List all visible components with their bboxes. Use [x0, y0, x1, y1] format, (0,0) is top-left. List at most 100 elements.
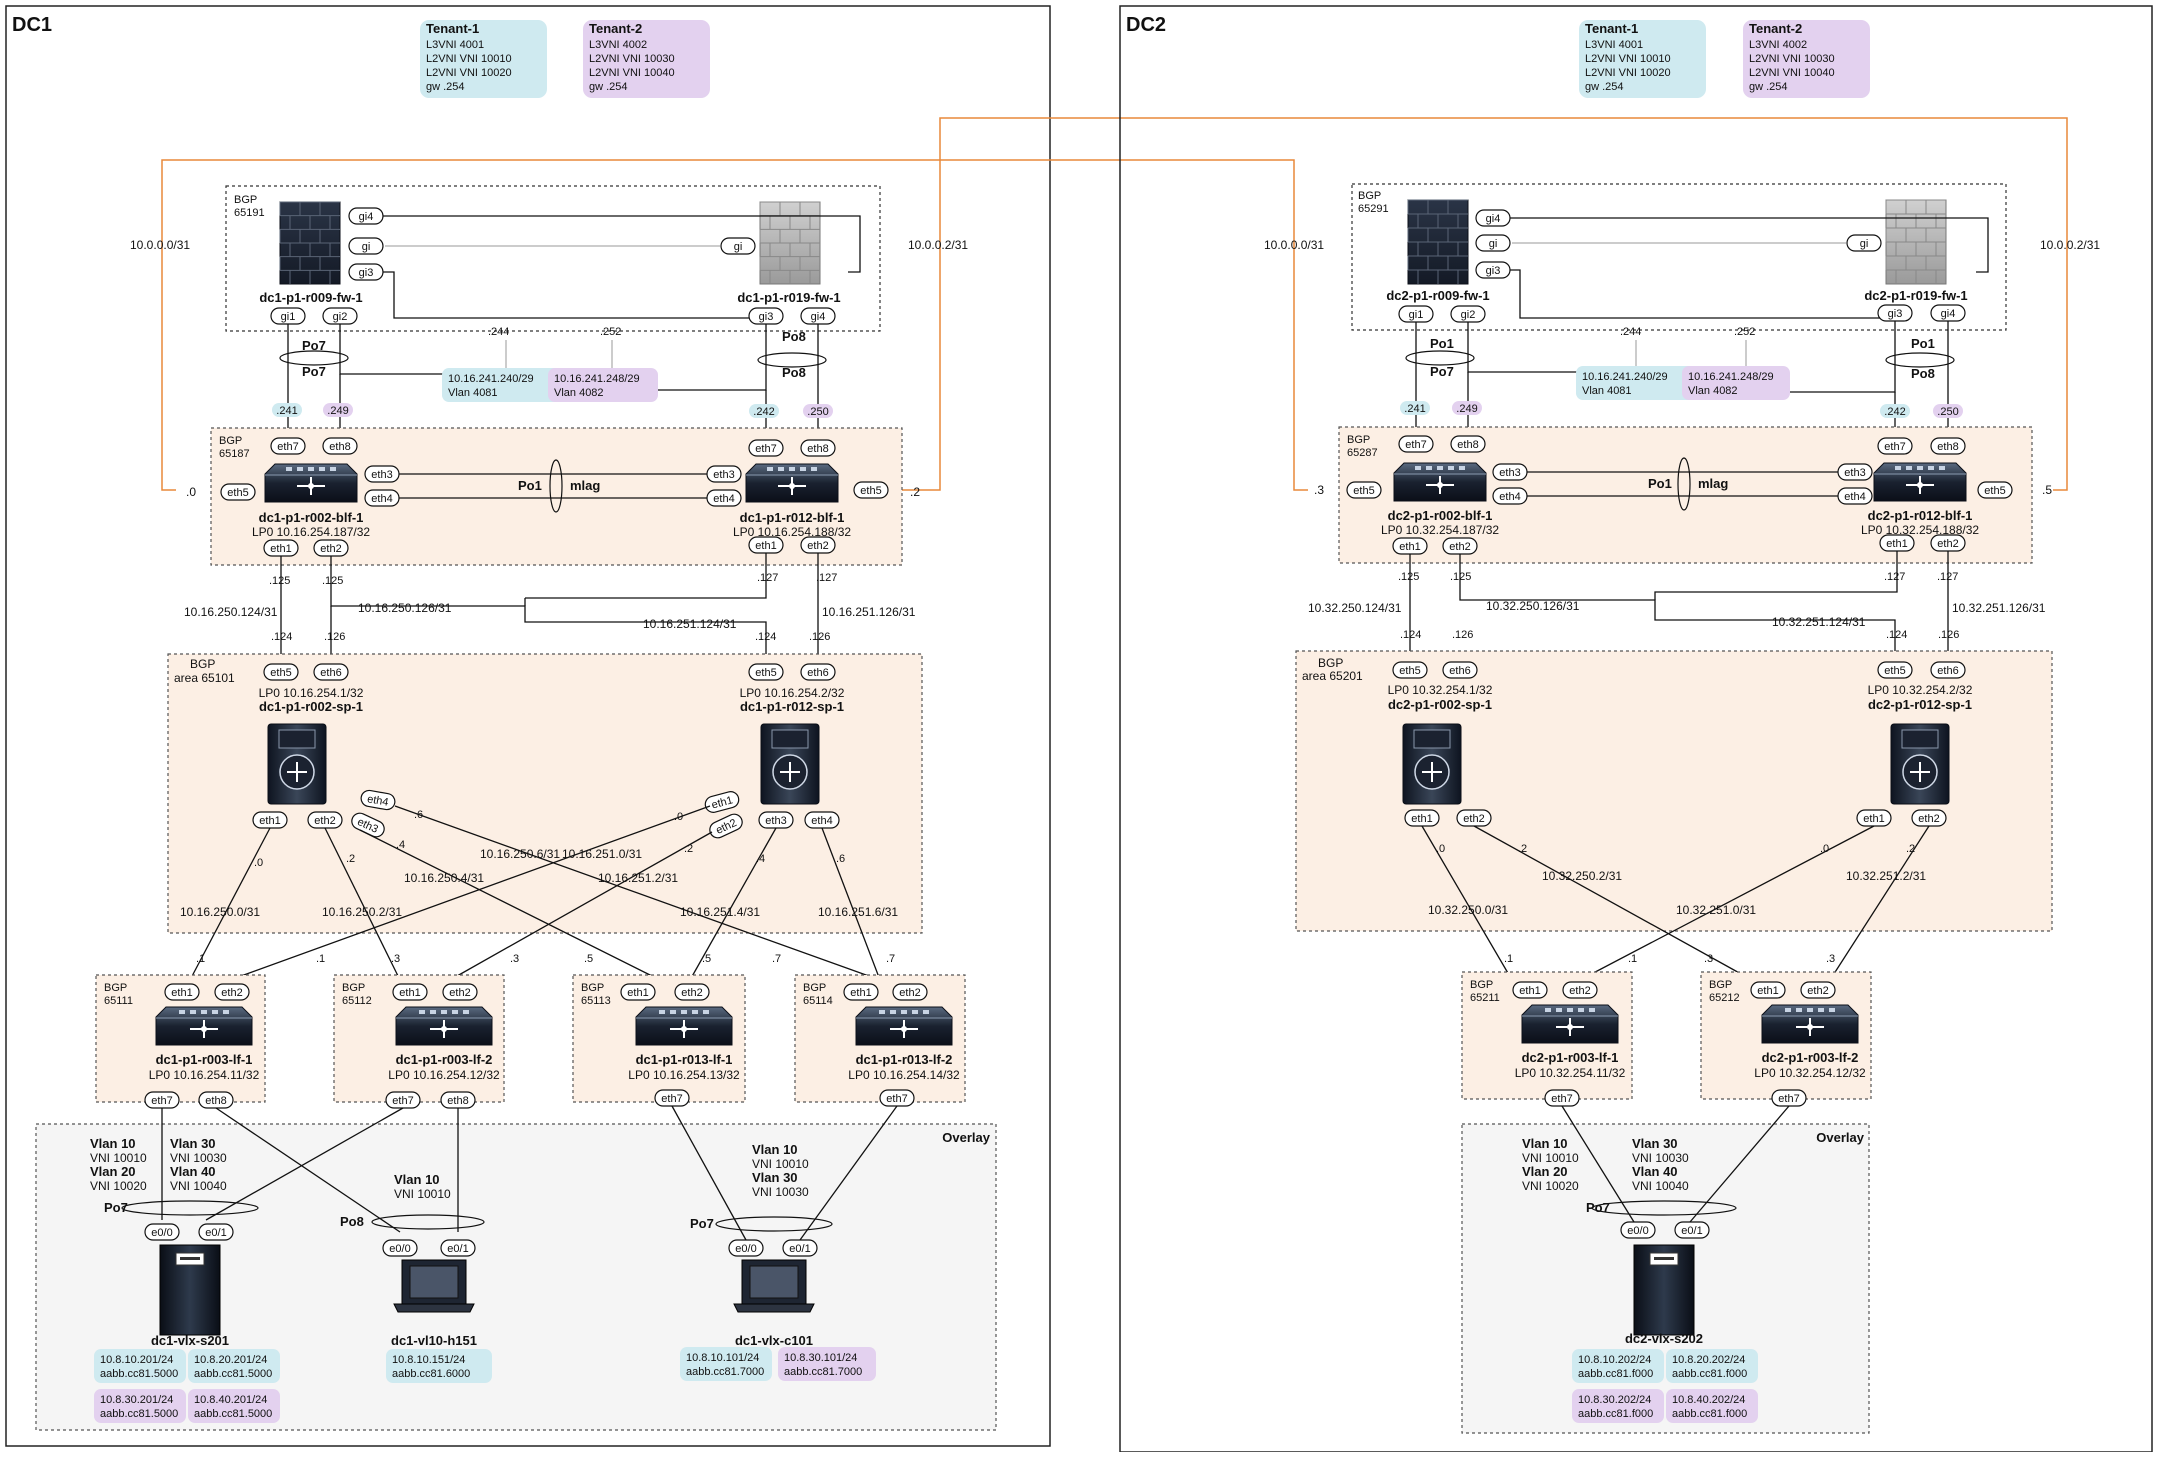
fw-asn-label: 65191 — [234, 207, 265, 219]
sp-ip-124a: .124 — [1400, 629, 1421, 641]
fabric-subnet-0: 10.16.250.0/31 — [180, 905, 260, 919]
blf-subnet-1: 10.32.250.124/31 — [1308, 601, 1402, 615]
fabric-ip-2b: .2 — [1906, 843, 1915, 855]
leaf-ip-3a: .3 — [391, 953, 400, 965]
fabric-sp1-lf1 — [1421, 825, 1513, 981]
port-sp2-eth5-label: eth5 — [1884, 665, 1905, 677]
leaf-bgp-label: BGP — [803, 982, 826, 994]
leaf-port-eth2-label: eth2 — [221, 987, 242, 999]
fabric-subnet-6: 10.16.250.6/31 — [480, 847, 560, 861]
leaf-port-eth1-pill — [1512, 981, 1548, 999]
fabric-sp2-lf1 — [229, 805, 711, 981]
fw2-name: dc2-p1-r019-fw-1 — [1864, 288, 1967, 303]
leaf-ip-1a: .1 — [196, 953, 205, 965]
port-eth1-blf2-label: eth1 — [1886, 538, 1907, 550]
leaf3-eth7-label: eth7 — [661, 1093, 682, 1105]
leaf-port-eth1-pill — [843, 983, 879, 1001]
leaf-lp: LP0 10.16.254.14/32 — [848, 1068, 960, 1082]
host1-e00-pill — [1620, 1221, 1656, 1239]
laptop-screen — [749, 1265, 799, 1299]
port-eth8-blf2-label: eth8 — [807, 443, 828, 455]
fabric-ip-0: .0 — [1436, 843, 1445, 855]
leaf4-eth7-label: eth7 — [886, 1093, 907, 1105]
blf-ip-127b: .127 — [816, 572, 837, 584]
leaf-port-eth2-label: eth2 — [681, 987, 702, 999]
blf2-lp: LP0 10.32.254.188/32 — [1861, 523, 1979, 537]
port-eth7-blf2-pill — [1877, 437, 1913, 455]
fabric-ip-2: .2 — [346, 853, 355, 865]
sp1-lp: LP0 10.32.254.1/32 — [1388, 683, 1493, 697]
leaf-ip-7a: .7 — [772, 953, 781, 965]
port-eth5-label: eth5 — [1353, 485, 1374, 497]
port-eth7-blf2-label: eth7 — [1884, 441, 1905, 453]
ip-242-tag — [749, 404, 779, 418]
tenant-line: L2VNI VNI 10040 — [1749, 67, 1835, 79]
leaf-lp: LP0 10.16.254.12/32 — [388, 1068, 500, 1082]
port-sp1-eth5-pill — [1392, 661, 1428, 679]
fw1-name: dc2-p1-r009-fw-1 — [1386, 288, 1489, 303]
port-eth5-blf2-label: eth5 — [860, 485, 881, 497]
switch-port-led — [659, 1010, 665, 1014]
host2-vlan: VNI 10010 — [394, 1187, 451, 1201]
wan-left-subnet: 10.0.0.0/31 — [1264, 238, 1324, 252]
host1-vlan: Vlan 40 — [1632, 1164, 1678, 1179]
fw-link-gi3 — [1510, 269, 1896, 319]
wan-link-left — [161, 159, 1308, 491]
leaf-port-eth2-pill — [1562, 981, 1598, 999]
blf-ip-125a: .125 — [269, 575, 290, 587]
tenant-name: Tenant-2 — [1749, 21, 1802, 36]
switch-center — [441, 1026, 447, 1032]
leaf-ip-3a: .3 — [1704, 953, 1713, 965]
host1-vlan: Vlan 30 — [170, 1136, 216, 1151]
switch-port-led — [286, 467, 292, 471]
blf-subnet-2: 10.32.250.126/31 — [1486, 599, 1580, 613]
leaf-port-eth1-label: eth1 — [1519, 985, 1540, 997]
tenant-name: Tenant-1 — [426, 21, 479, 36]
sp1-name: dc1-p1-r002-sp-1 — [259, 699, 363, 714]
fabric-sp2-lf4 — [821, 827, 881, 981]
switch-center — [1917, 482, 1923, 488]
port-eth8-blf2-pill — [1930, 437, 1966, 455]
switch-port-led — [890, 1010, 896, 1014]
switch-port-led — [1578, 1008, 1584, 1012]
leaf-port-eth2-label: eth2 — [899, 987, 920, 999]
leaf-port-eth2-pill — [1800, 981, 1836, 999]
host1-name: dc1-vlx-s201 — [151, 1333, 229, 1348]
leaf-ip-5b: .5 — [702, 953, 711, 965]
leaf-bgp-label: BGP — [104, 982, 127, 994]
sp1-name: dc2-p1-r002-sp-1 — [1388, 697, 1492, 712]
host1-addr-3-box — [1572, 1389, 1664, 1423]
tenant-box — [420, 20, 547, 98]
host3-e00-pill — [728, 1239, 764, 1257]
port-gi3-fw2-label: gi3 — [759, 311, 774, 323]
fw-bgp-label: BGP — [1358, 190, 1381, 202]
host1-addr-1-line: 10.8.10.202/24 — [1578, 1354, 1651, 1366]
switch-port-led — [308, 467, 314, 471]
leaf-ip-5a: .5 — [584, 953, 593, 965]
blf-bgp-label: BGP — [219, 435, 242, 447]
fabric-sp1-lf3 — [359, 829, 661, 981]
vlan4082-box-line: 10.16.241.248/29 — [554, 373, 640, 385]
port-eth3-label: eth3 — [371, 469, 392, 481]
spine-area-label: area 65101 — [174, 671, 235, 685]
ip-250-label: .250 — [1937, 406, 1958, 418]
leaf-port-eth1-label: eth1 — [399, 987, 420, 999]
port-sp2-eth1-label: eth1 — [710, 794, 734, 811]
ip-250-label: .250 — [807, 406, 828, 418]
host1-vlan: VNI 10030 — [170, 1151, 227, 1165]
fabric-ip-6: .6 — [414, 809, 423, 821]
port-eth5-pill — [1346, 481, 1382, 499]
blf1-switch-icon — [264, 463, 358, 503]
blf-ip-127b: .127 — [1937, 571, 1958, 583]
port-sp1-eth6-pill — [1442, 661, 1478, 679]
po8-label2: Po8 — [782, 365, 806, 380]
switch-port-led — [430, 1010, 436, 1014]
port-eth2-label: eth2 — [1449, 541, 1470, 553]
switch-port-led — [1785, 1008, 1791, 1012]
port-eth8-pill — [322, 437, 358, 455]
switch-port-led — [1917, 466, 1923, 470]
switch-port-led — [297, 467, 303, 471]
fabric-subnet-2b: 10.16.251.2/31 — [598, 871, 678, 885]
fabric-ip-0b: .0 — [674, 811, 683, 823]
